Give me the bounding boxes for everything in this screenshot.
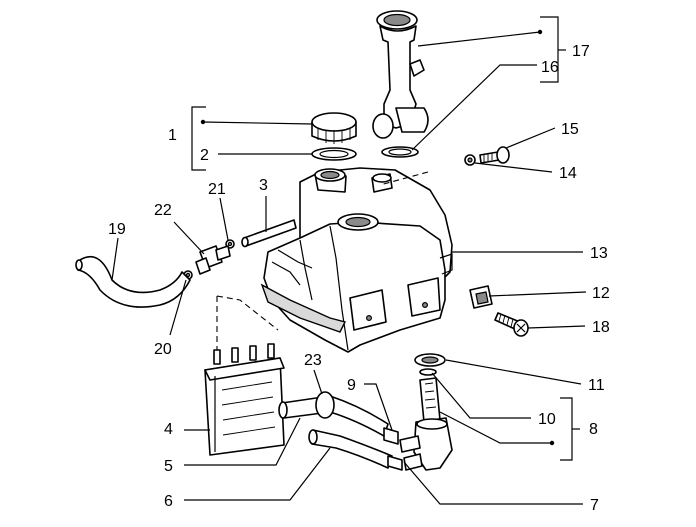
callout-11: 11: [588, 377, 605, 394]
fuel-tap-assembly: [399, 353, 453, 471]
callout-4: 4: [164, 421, 173, 438]
alignment-line-filter: [216, 295, 279, 331]
callout-19: 19: [108, 221, 126, 238]
callout-1: 1: [168, 127, 177, 144]
callout-9: 9: [347, 377, 356, 394]
callout-15: 15: [561, 121, 579, 138]
callout-8: 8: [589, 421, 598, 438]
callout-20: 20: [154, 341, 172, 358]
callout-17: 17: [572, 43, 590, 60]
callout-labels: 1 2 3 4 5 6 7 8 9 10 11 12 13 14 15 16 1…: [108, 43, 610, 514]
callout-3: 3: [259, 177, 268, 194]
leader-lines: [111, 16, 587, 505]
callout-13: 13: [590, 245, 608, 262]
callout-10: 10: [538, 411, 556, 428]
callout-22: 22: [154, 202, 172, 219]
filter-element: [204, 343, 285, 456]
breather-line: [75, 219, 297, 308]
callout-18: 18: [592, 319, 610, 336]
bolt-and-washer: [464, 146, 510, 166]
fuel-hoses: [278, 391, 403, 471]
callout-2: 2: [200, 147, 209, 164]
callout-16: 16: [541, 59, 559, 76]
callout-14: 14: [559, 165, 577, 182]
callout-5: 5: [164, 458, 173, 475]
callout-12: 12: [592, 285, 610, 302]
cap-assembly: [311, 112, 357, 161]
clip-nut-and-screw: [469, 285, 529, 337]
alignment-line-bolt: [379, 171, 429, 186]
callout-6: 6: [164, 493, 173, 510]
tank-body: [260, 167, 453, 353]
filler-pipe-assembly: [372, 10, 429, 158]
callout-21: 21: [208, 181, 226, 198]
callout-23: 23: [304, 352, 322, 369]
callout-7: 7: [590, 497, 599, 514]
